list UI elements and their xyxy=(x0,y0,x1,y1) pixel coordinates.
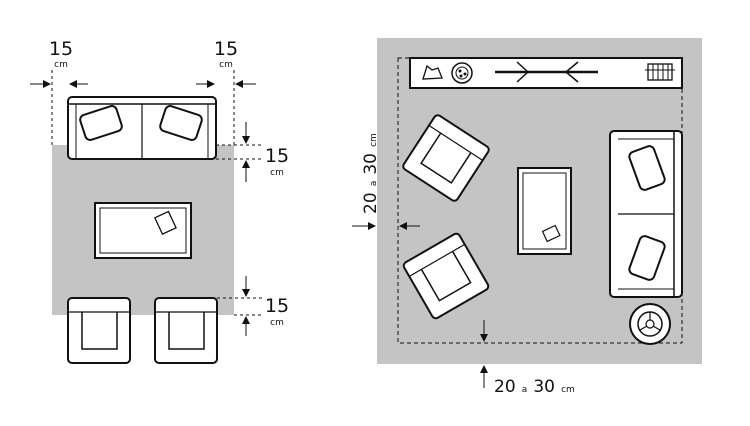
right-layout: 20 a 30 cm 20 a 30 cm xyxy=(352,38,702,397)
dimension-unit: cm xyxy=(54,60,68,70)
decor-icon xyxy=(422,64,443,80)
right-sofa xyxy=(609,130,683,298)
dimension-top-left: 15 cm xyxy=(30,38,88,145)
dimension-label: 20 a 30 cm xyxy=(361,133,381,214)
right-coffee-table xyxy=(517,167,572,255)
dimension-top-right: 15 cm xyxy=(196,38,256,145)
dimension-value: 15 xyxy=(265,145,289,167)
dimension-unit: cm xyxy=(270,318,284,328)
dimension-value: 20 xyxy=(361,192,381,214)
side-table-lamp-icon xyxy=(629,303,671,345)
dimension-value: 15 xyxy=(49,38,73,60)
dimension-unit: cm xyxy=(219,60,233,70)
cushion-icon xyxy=(628,145,666,191)
tv-icon xyxy=(495,61,598,83)
right-armchair-bottom xyxy=(402,232,490,320)
cushion-icon xyxy=(159,105,203,141)
dimension-right-lower: 15 cm xyxy=(217,276,289,336)
dimension-unit: cm xyxy=(369,133,379,147)
left-sofa xyxy=(67,96,217,160)
tv-console xyxy=(409,57,683,89)
books-icon xyxy=(645,63,675,81)
dimension-label: 20 a 30 cm xyxy=(494,377,575,397)
dimension-unit: cm xyxy=(561,385,575,395)
dimension-side: 20 a 30 cm xyxy=(352,133,420,230)
left-armchair xyxy=(67,297,131,364)
dimension-right-upper: 15 cm xyxy=(216,122,289,182)
dimension-value: 15 xyxy=(265,295,289,317)
book-icon xyxy=(541,224,561,243)
dimension-value: 15 xyxy=(214,38,238,60)
cushion-icon xyxy=(79,105,123,141)
cushion-icon xyxy=(628,235,666,281)
right-armchair-top xyxy=(402,114,490,202)
dimension-bottom: 20 a 30 cm xyxy=(480,320,575,397)
dimension-value: 30 xyxy=(361,153,381,175)
left-armchair xyxy=(154,297,218,364)
dimension-separator: a xyxy=(522,385,528,395)
dimension-separator: a xyxy=(369,181,379,187)
dimension-value: 20 xyxy=(494,377,516,397)
left-layout: 15 cm 15 cm 15 cm 15 cm xyxy=(30,38,289,364)
dimension-unit: cm xyxy=(270,168,284,178)
left-coffee-table xyxy=(94,202,192,259)
plant-icon xyxy=(451,62,473,84)
dimension-value: 30 xyxy=(533,377,555,397)
book-icon xyxy=(153,210,177,235)
